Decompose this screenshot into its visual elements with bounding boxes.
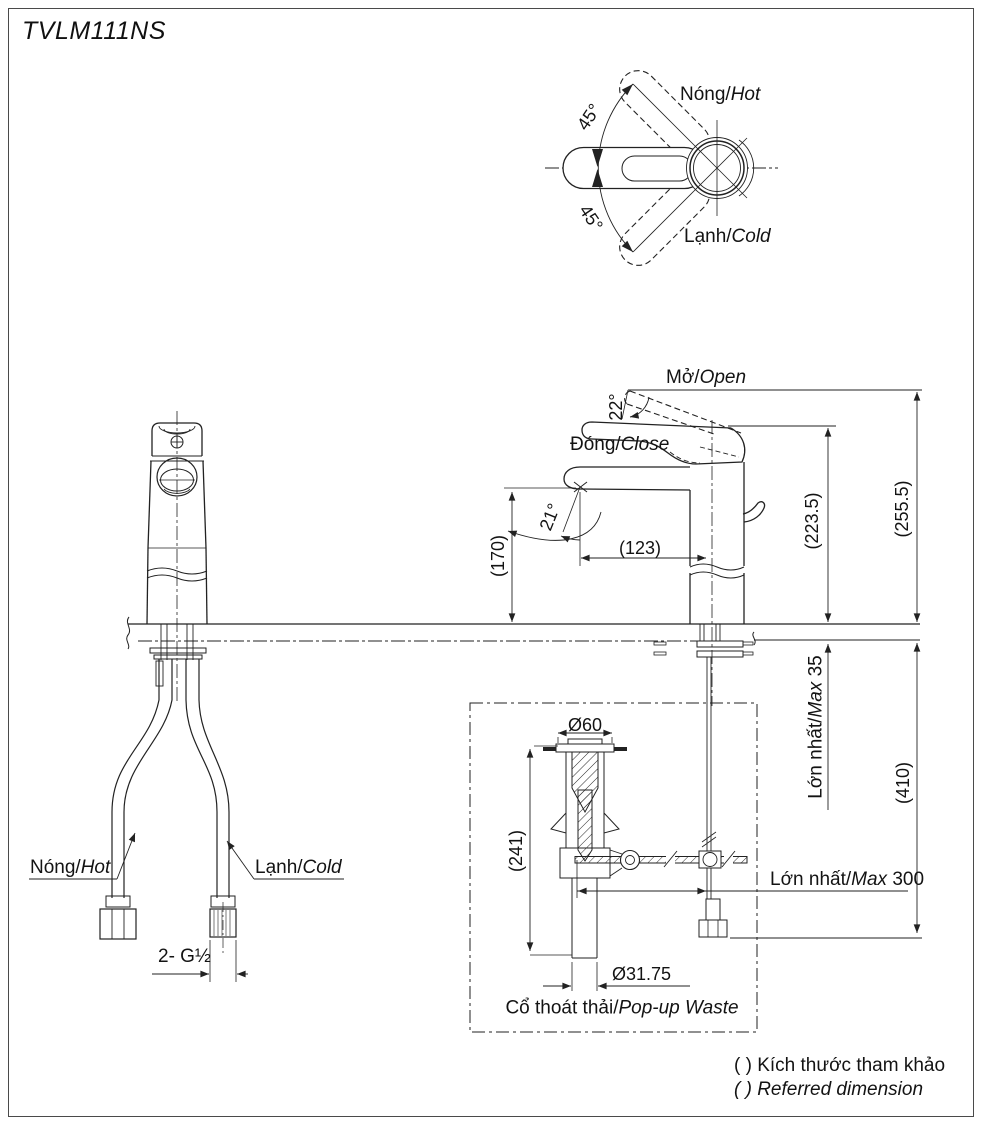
front-hot-label: Nóng/Hot	[30, 857, 111, 878]
open-label: Mở/Open	[666, 367, 747, 388]
dim-dia-60: Ø60	[567, 714, 603, 735]
front-view	[29, 411, 344, 982]
linework	[29, 70, 922, 1033]
angle-22: 22°	[605, 393, 626, 421]
top-view	[545, 70, 778, 266]
dim-thread-g12: 2- G½	[158, 946, 211, 967]
side-view-under-counter	[576, 624, 922, 939]
side-view	[504, 389, 922, 706]
dim-max-300: Lớn nhất/Max 300	[770, 869, 925, 890]
popup-waste-box	[469, 702, 758, 1033]
legend-note-en: ( ) Referred dimension	[734, 1079, 924, 1100]
dim-170: (170)	[487, 534, 508, 578]
dim-223-5: (223.5)	[801, 492, 822, 550]
page-border	[8, 8, 974, 1117]
model-number: TVLM111NS	[22, 17, 166, 45]
dim-241: (241)	[505, 829, 526, 873]
dim-max-35: Lớn nhất/Max 35	[805, 655, 827, 799]
close-label: Đóng/Close	[570, 434, 670, 455]
dim-dia-31-75: Ø31.75	[612, 964, 672, 984]
legend-note-vi: ( ) Kích thước tham khảo	[734, 1055, 946, 1076]
dim-410: (410)	[892, 761, 913, 805]
front-cold-label: Lạnh/Cold	[255, 857, 342, 878]
dim-255-5: (255.5)	[891, 480, 912, 538]
countertop	[126, 616, 920, 650]
top-view-cold-label: Lạnh/Cold	[684, 226, 771, 247]
popup-waste-caption: Cổ thoát thải/Pop-up Waste	[505, 997, 739, 1019]
top-view-hot-label: Nóng/Hot	[680, 84, 761, 105]
dim-123: (123)	[618, 537, 662, 558]
